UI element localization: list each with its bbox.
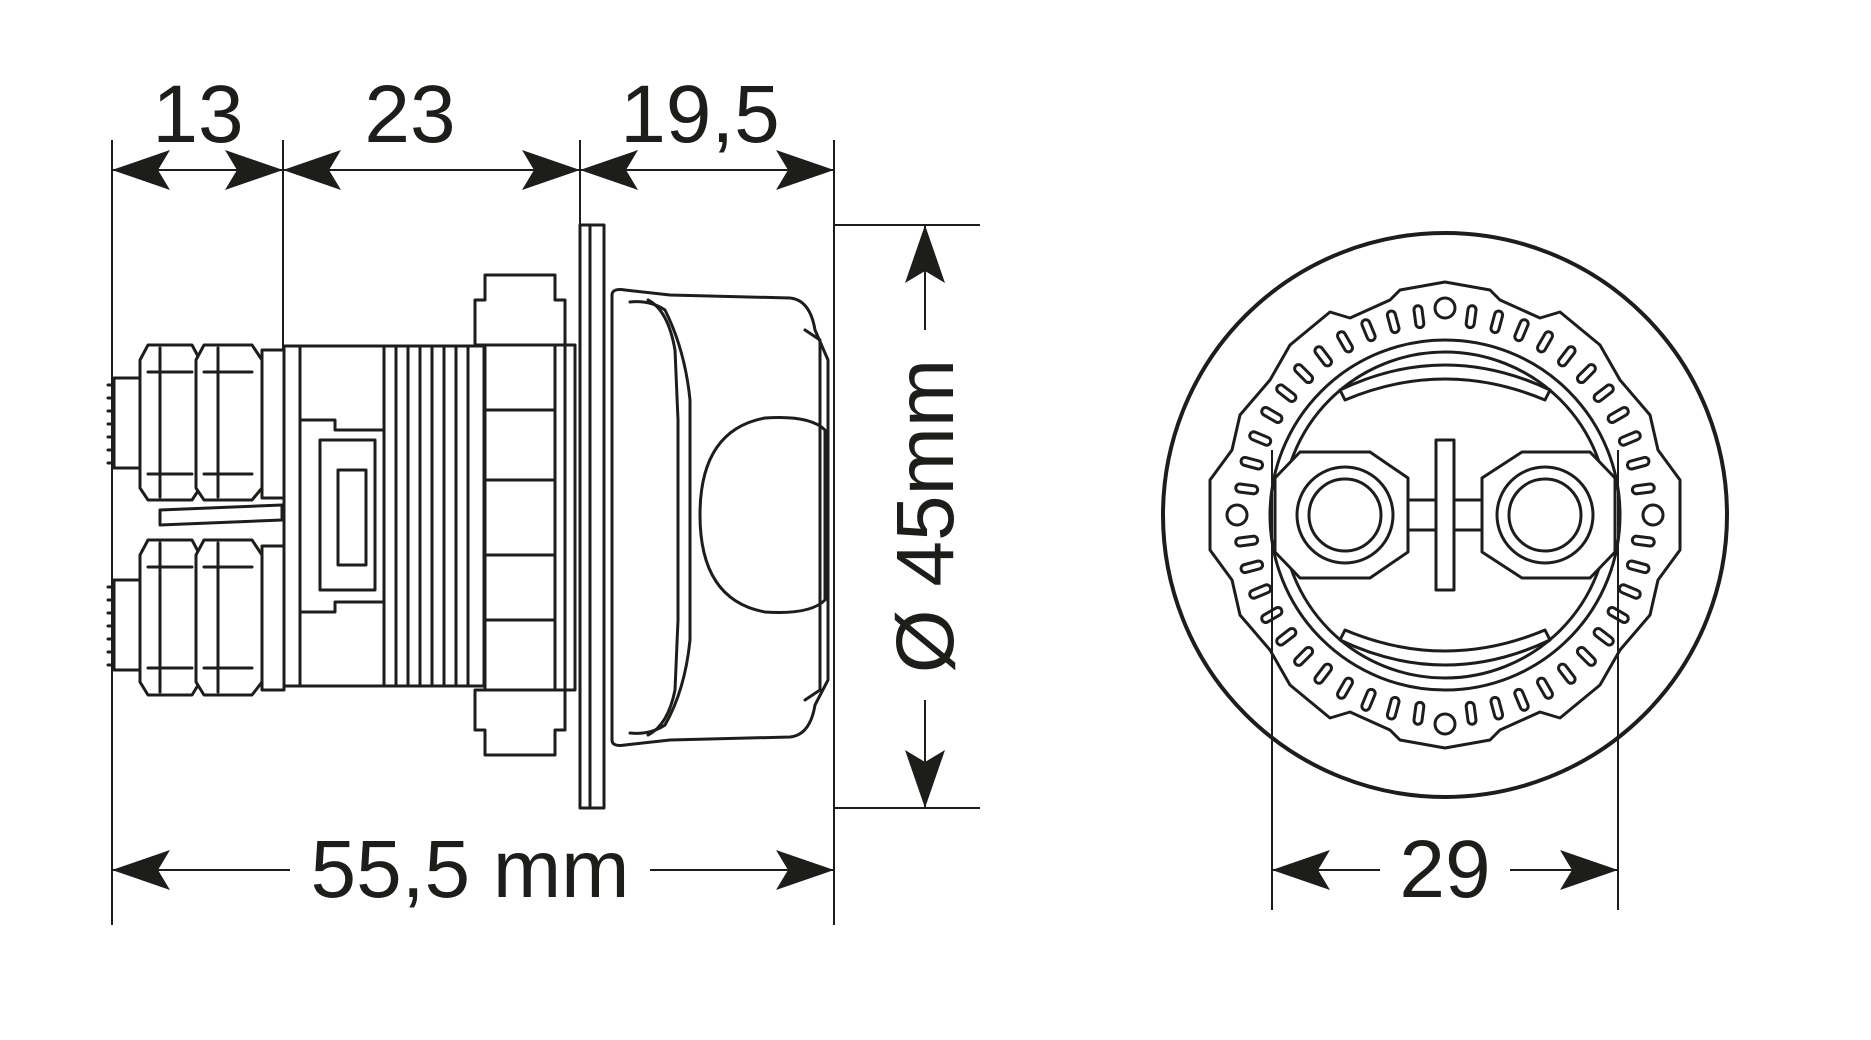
index-slot	[1239, 559, 1265, 575]
index-slot	[1234, 482, 1260, 496]
rotary-knob	[610, 288, 830, 747]
index-slot	[1360, 318, 1377, 343]
index-slot	[1575, 363, 1597, 385]
index-slot	[1489, 695, 1505, 721]
index-slot	[1557, 345, 1577, 368]
index-slot	[1513, 687, 1530, 712]
index-slot	[1464, 304, 1478, 330]
index-slot	[1575, 645, 1597, 667]
index-slot	[1630, 482, 1656, 496]
index-slot	[1239, 455, 1265, 471]
index-slot	[1617, 583, 1642, 600]
threaded-barrel	[382, 344, 486, 688]
index-slot	[1293, 363, 1315, 385]
base-tab	[158, 503, 284, 527]
index-slot	[1513, 318, 1530, 343]
rear-housing	[282, 344, 386, 688]
index-slot	[1360, 687, 1377, 712]
index-slot	[1293, 645, 1315, 667]
upper-tab	[1338, 363, 1552, 402]
terminal-left	[1273, 450, 1410, 580]
inner-body-circle	[1268, 338, 1622, 692]
side-view	[106, 140, 980, 925]
index-slot	[1248, 583, 1273, 600]
hex-nuts	[138, 343, 286, 697]
index-slot	[1464, 700, 1478, 726]
index-slot	[1313, 345, 1333, 368]
index-slot	[1412, 700, 1426, 726]
dim-total-length: 55,5 mm	[311, 824, 630, 915]
index-slot	[1260, 606, 1284, 624]
index-slot	[1336, 676, 1354, 700]
index-slots	[1234, 304, 1656, 726]
index-slot	[1536, 330, 1554, 354]
dim-knob-length: 19,5	[620, 69, 780, 160]
index-slot	[1489, 309, 1505, 335]
index-slot	[1260, 406, 1284, 424]
index-slot	[1606, 406, 1630, 424]
index-slot	[1557, 662, 1577, 685]
index-slot	[1336, 330, 1354, 354]
index-slot	[1630, 534, 1656, 548]
index-slot	[1412, 304, 1426, 330]
extension-lines	[111, 140, 980, 925]
index-slot	[1625, 559, 1651, 575]
index-slot	[1385, 695, 1401, 721]
dim-terminal-length: 13	[152, 69, 243, 160]
mounting-nut	[473, 273, 577, 757]
index-slot	[1313, 662, 1333, 685]
terminal-right	[1480, 450, 1617, 580]
index-slot	[1275, 383, 1298, 403]
index-slot	[1592, 383, 1615, 403]
index-slot	[1617, 430, 1642, 447]
dimension-lines	[112, 150, 1618, 890]
index-slot	[1592, 627, 1615, 647]
dim-terminal-spacing: 29	[1399, 824, 1490, 915]
outer-flange-circle	[1161, 231, 1729, 799]
index-slot	[1275, 627, 1298, 647]
index-slot	[1606, 606, 1630, 624]
index-slot	[1234, 534, 1260, 548]
dim-diameter: Ø 45mm	[880, 359, 971, 673]
index-slot	[1385, 309, 1401, 335]
index-slot	[1536, 676, 1554, 700]
dim-body-length: 23	[364, 69, 455, 160]
index-slot	[1625, 455, 1651, 471]
mounting-holes	[1225, 296, 1665, 736]
lower-tab	[1338, 628, 1552, 667]
flange-plate	[578, 223, 606, 810]
bridge-bar	[1434, 438, 1456, 592]
index-slot	[1248, 430, 1273, 447]
front-view	[1161, 231, 1729, 910]
